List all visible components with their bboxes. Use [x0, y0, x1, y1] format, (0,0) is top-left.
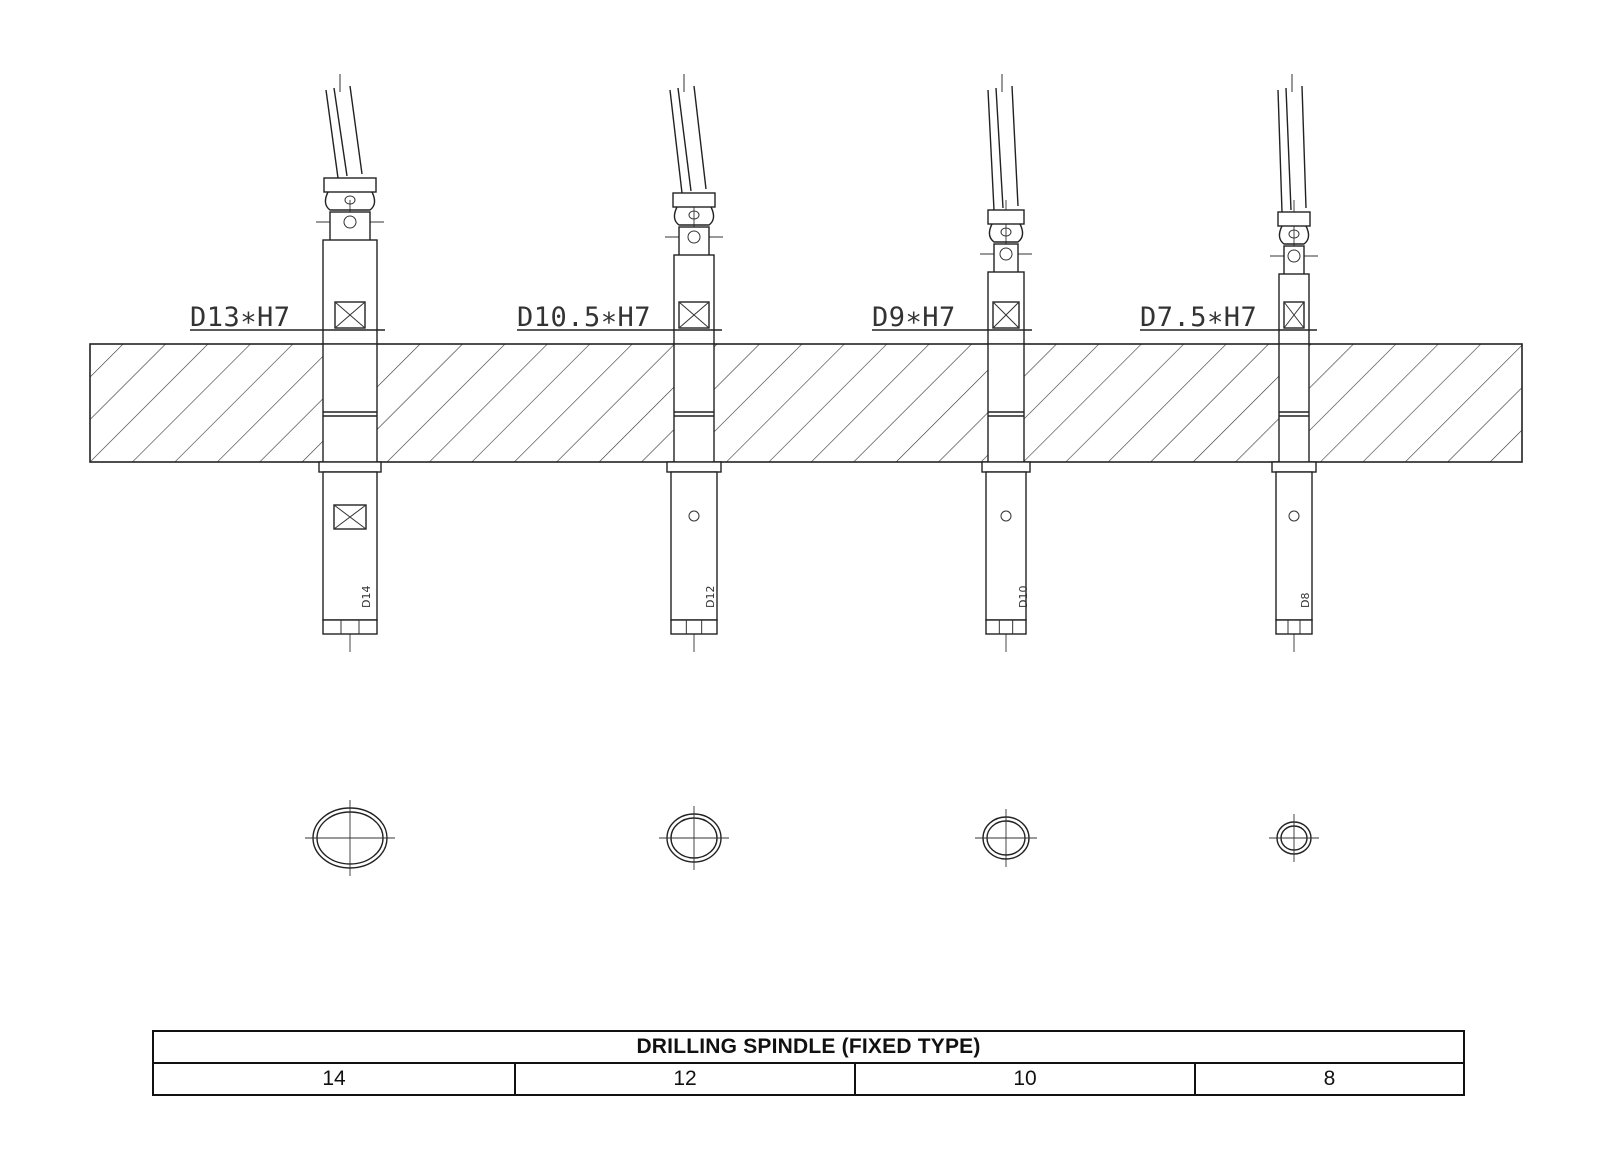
- table-cell-size: 12: [514, 1062, 856, 1096]
- spindle-tip-divisions-2: [685, 620, 703, 634]
- callout-label-3: D9∗H7: [872, 302, 956, 333]
- bearing-cross-upper-4: [1283, 301, 1305, 329]
- bearing-cross-upper-3: [992, 301, 1020, 329]
- cardan-shaft-4: [1277, 85, 1307, 213]
- spindle-upper-body-2: [673, 254, 715, 345]
- spindle-tip-divisions-1: [340, 620, 360, 634]
- spindle-tip-1: [322, 619, 378, 635]
- spindle-collar-3: [981, 461, 1031, 473]
- spindle-drawing: D13∗H7 D10.5∗H7 D9∗H7 D7.5∗H7 D14 D12 D1…: [89, 74, 1523, 876]
- joint-yoke-lower-2: [678, 226, 710, 258]
- spindle-hole-3: [1000, 510, 1012, 522]
- joint-yoke-body-2: [673, 206, 715, 226]
- spec-table: DRILLING SPINDLE (FIXED TYPE) 14 12 10 8: [151, 1030, 1466, 1096]
- callout-label-1: D13∗H7: [190, 302, 291, 333]
- joint-yoke-top-2: [672, 192, 716, 208]
- spindle-tip-4: [1275, 619, 1313, 635]
- spindle-label-4: D8: [1299, 593, 1312, 608]
- spindle-plate-section-1: [322, 343, 378, 463]
- bearing-cross-lower-1: [333, 504, 367, 530]
- bearing-box-upper-4: [1283, 301, 1305, 329]
- spindle-plate-section-2: [673, 343, 715, 463]
- spindle-lower-body-2: [670, 471, 718, 621]
- spindle-label-2: D12: [704, 586, 717, 608]
- joint-pin-1: [344, 195, 356, 205]
- bearing-box-lower-1: [333, 504, 367, 530]
- spindle-collar-1: [318, 461, 382, 473]
- spindle-label-3: D10: [1017, 586, 1030, 608]
- joint-yoke-top-4: [1277, 211, 1311, 227]
- joint-pin-2: [688, 210, 700, 220]
- spindle-plate-section-4: [1278, 343, 1310, 463]
- spindle-hole-2: [688, 510, 700, 522]
- spindle-label-1: D14: [360, 586, 373, 608]
- table-title: DRILLING SPINDLE (FIXED TYPE): [151, 1030, 1466, 1064]
- cardan-shaft-2: [669, 85, 707, 194]
- joint-yoke-lower-3: [993, 243, 1019, 275]
- joint-yoke-top-3: [987, 209, 1025, 225]
- joint-center-4: [1287, 249, 1301, 263]
- joint-pin-4: [1288, 229, 1300, 239]
- spindle-tip-3: [985, 619, 1027, 635]
- callout-label-2: D10.5∗H7: [517, 302, 651, 333]
- joint-center-3: [999, 247, 1013, 261]
- joint-center-1: [343, 215, 357, 229]
- table-cell-size: 14: [152, 1062, 516, 1096]
- bearing-cross-upper-2: [678, 301, 710, 329]
- spindle-tip-divisions-3: [998, 620, 1014, 634]
- spindle-plate-section-3: [987, 343, 1025, 463]
- joint-pin-3: [1000, 227, 1012, 237]
- table-title-row: DRILLING SPINDLE (FIXED TYPE): [151, 1030, 1466, 1064]
- bearing-box-upper-1: [334, 301, 366, 329]
- spindle-upper-body-1: [322, 239, 378, 345]
- spindle-tip-2: [670, 619, 718, 635]
- table-cell-size: 10: [854, 1062, 1196, 1096]
- joint-yoke-body-1: [324, 191, 376, 211]
- joint-yoke-body-4: [1278, 225, 1310, 245]
- spindle-tip-divisions-4: [1287, 620, 1301, 634]
- bearing-box-upper-2: [678, 301, 710, 329]
- table-row: 14 12 10 8: [152, 1062, 1466, 1096]
- joint-yoke-top-1: [323, 177, 377, 193]
- spindle-collar-4: [1271, 461, 1317, 473]
- callout-label-4: D7.5∗H7: [1140, 302, 1257, 333]
- bearing-box-upper-3: [992, 301, 1020, 329]
- joint-yoke-body-3: [988, 223, 1024, 243]
- spindle-collar-2: [666, 461, 722, 473]
- spindle-hole-4: [1288, 510, 1300, 522]
- bearing-cross-upper-1: [334, 301, 366, 329]
- joint-center-2: [687, 230, 701, 244]
- cardan-shaft-3: [987, 85, 1019, 211]
- table-cell-size: 8: [1193, 1062, 1466, 1096]
- cardan-shaft-1: [325, 85, 363, 179]
- spindle-lower-body-1: [322, 471, 378, 621]
- spindle-lower-body-4: [1275, 471, 1313, 621]
- spindle-lower-body-3: [985, 471, 1027, 621]
